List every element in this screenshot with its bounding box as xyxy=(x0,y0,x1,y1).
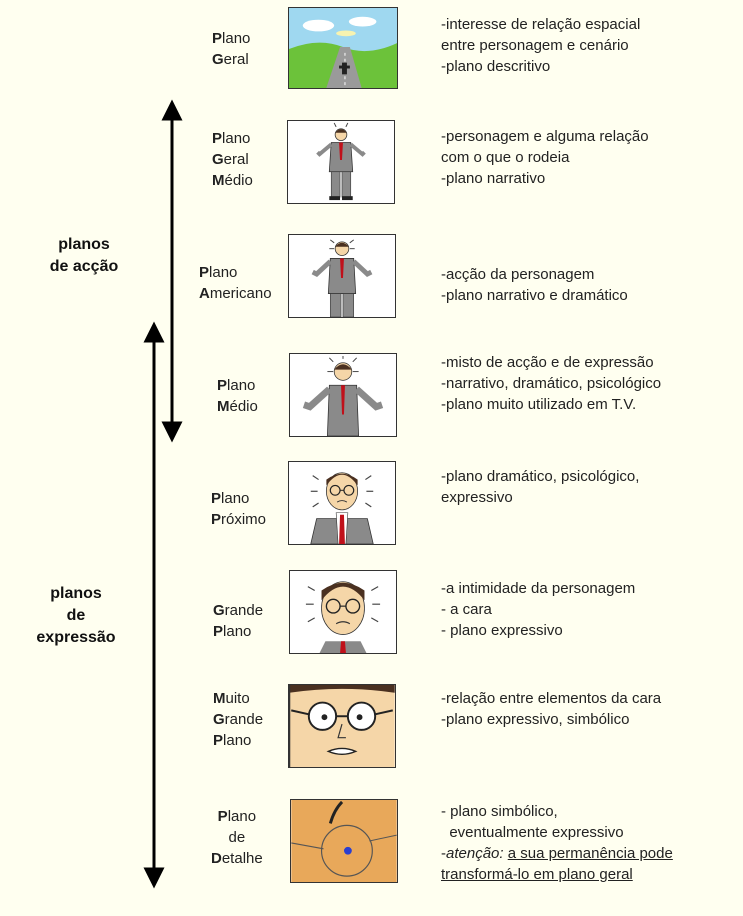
face-closeup-thumbnail xyxy=(288,684,396,768)
shot-name: Grande Plano xyxy=(213,602,264,640)
shot-name: Plano Geral Médio xyxy=(212,130,253,189)
shot-name: Plano Médio xyxy=(217,377,258,415)
shot-name: Plano de Detalhe xyxy=(211,808,263,867)
shot-name: Plano Geral xyxy=(212,30,251,68)
shot-name: Plano Americano xyxy=(199,264,272,302)
group-label-line: planos xyxy=(50,585,102,602)
shot-notes: -a intimidade da personagem - a cara - p… xyxy=(441,580,636,639)
eye-detail-thumbnail xyxy=(290,799,398,883)
shot-name: Muito Grande Plano xyxy=(213,690,264,749)
shot-name: Plano Próximo xyxy=(211,490,267,528)
shot-notes: -plano dramático, psicológico, expressiv… xyxy=(441,468,640,506)
attention-note: -atenção: a sua permanência pode xyxy=(441,845,673,862)
waist-figure-thumbnail xyxy=(289,353,397,437)
shot-notes: -interesse de relação espacial entre per… xyxy=(441,16,641,75)
shot-notes: -acção da personagem -plano narrativo e … xyxy=(441,266,628,304)
group-label-line: de acção xyxy=(49,258,119,275)
shot-notes: -misto de acção e de expressão -narrativ… xyxy=(441,354,662,413)
full-figure-thumbnail xyxy=(287,120,395,204)
group-label-expressao: planos de expressão xyxy=(28,583,124,649)
shot-notes: -relação entre elementos da cara -plano … xyxy=(441,690,662,728)
chest-figure-thumbnail xyxy=(288,461,396,545)
group-label-line: planos xyxy=(58,236,110,253)
knee-figure-thumbnail xyxy=(288,234,396,318)
landscape-thumbnail xyxy=(288,7,398,89)
group-label-line: de xyxy=(66,607,86,624)
group-label-accao: planos de acção xyxy=(38,234,130,278)
head-thumbnail xyxy=(289,570,397,654)
shot-notes: - plano simbólico, eventualmente express… xyxy=(441,803,673,883)
shot-notes: -personagem e alguma relação com o que o… xyxy=(441,128,649,187)
group-label-line: expressão xyxy=(36,629,116,646)
